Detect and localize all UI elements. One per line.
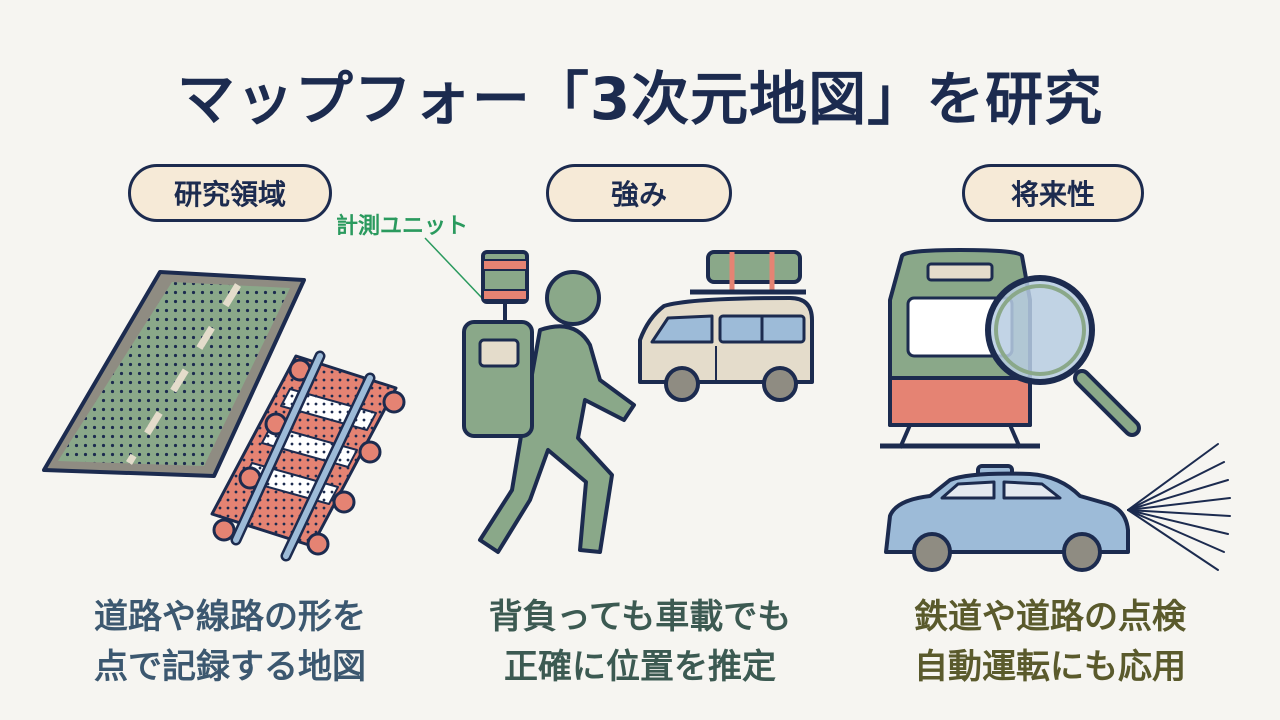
car-illustration bbox=[884, 464, 1130, 572]
callout-leader-line bbox=[424, 237, 483, 299]
caption-research: 道路や線路の形を 点で記録する地図 bbox=[20, 592, 440, 692]
caption-future-line-2: 自動運転にも応用 bbox=[914, 647, 1186, 687]
heading-future-label: 将来性 bbox=[1010, 178, 1095, 211]
callout-measurement-unit: 計測ユニット bbox=[336, 214, 469, 239]
caption-strength-line-2: 正確に位置を推定 bbox=[504, 647, 776, 687]
magnifier-icon bbox=[985, 275, 1141, 437]
road-illustration bbox=[42, 270, 306, 478]
train-illustration bbox=[880, 248, 1040, 449]
van-illustration bbox=[638, 250, 814, 402]
caption-strength: 背負っても車載でも 正確に位置を推定 bbox=[430, 592, 850, 692]
walking-person-illustration bbox=[462, 250, 636, 554]
heading-strength-label: 強み bbox=[610, 178, 667, 211]
heading-pill-future: 将来性 bbox=[962, 164, 1144, 222]
heading-pill-strength: 強み bbox=[546, 164, 732, 222]
caption-research-line-1: 道路や線路の形を bbox=[94, 597, 366, 637]
heading-research-label: 研究領域 bbox=[173, 178, 286, 211]
page-title: マップフォー「3次元地図」を研究 bbox=[176, 65, 1104, 133]
caption-future-line-1: 鉄道や道路の点検 bbox=[914, 597, 1186, 637]
caption-research-line-2: 点で記録する地図 bbox=[94, 647, 366, 687]
caption-future: 鉄道や道路の点検 自動運転にも応用 bbox=[840, 592, 1260, 692]
lidar-beam-lines bbox=[1127, 443, 1231, 571]
caption-strength-line-1: 背負っても車載でも bbox=[488, 597, 792, 637]
railway-illustration bbox=[210, 350, 406, 562]
heading-pill-research: 研究領域 bbox=[128, 164, 332, 222]
